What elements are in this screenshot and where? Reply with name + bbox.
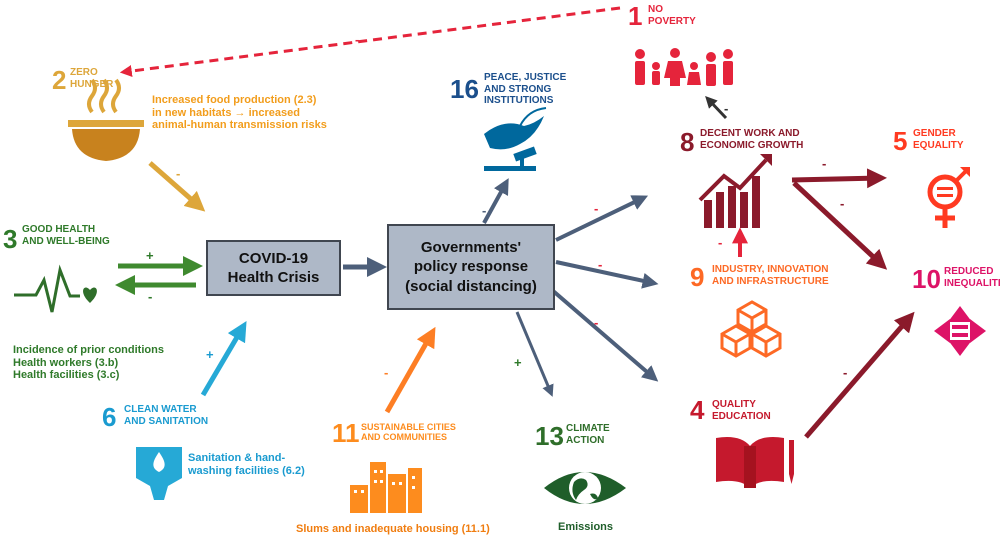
arrow-water-to-crisis: [200, 320, 247, 397]
arrow-education-to-inequalities: [804, 311, 915, 439]
sign-growth-to-inequalities: -: [840, 196, 845, 211]
arrow-poverty-to-hunger: [119, 6, 621, 77]
sign-hunger-to-crisis: -: [176, 166, 181, 181]
arrow-policy-to-climate: [515, 311, 554, 397]
sdg10-label: Reduced Inequalities: [944, 266, 1000, 289]
sdg5-number: 5: [893, 126, 908, 156]
sign-poverty-to-hunger: -: [355, 32, 360, 47]
sign-crisis-to-health: -: [148, 289, 153, 304]
arrow-cities-to-policy: [384, 326, 436, 414]
equality-icon: [934, 306, 986, 356]
sdg4-label: Quality Education: [712, 399, 771, 422]
sdg2-number: 2: [52, 65, 67, 95]
sdg1-number: 1: [628, 1, 643, 31]
cubes-icon: [720, 300, 782, 358]
arrow-policy-to-justice: [482, 178, 509, 224]
sdg10-number: 10: [912, 264, 941, 294]
sign-policy-to-justice: -: [482, 203, 487, 218]
sdg8-number: 8: [680, 127, 695, 157]
sdg3-label: Good Health and Well-Being: [22, 224, 110, 247]
sdg5-label: Gender Equality: [913, 128, 964, 151]
growth-chart-icon: [698, 154, 772, 228]
sign-industry-to-growth: -: [718, 235, 723, 250]
family-icon: [635, 48, 733, 86]
heartbeat-icon: [14, 264, 97, 313]
sdg1-label: No Poverty: [648, 4, 696, 27]
sdg6-number: 6: [102, 402, 117, 432]
sdg3-number: 3: [3, 224, 18, 254]
covid-crisis-box: COVID-19 Health Crisis: [206, 240, 341, 296]
arrow-policy-to-industry: [555, 260, 659, 289]
water-drop-icon: [136, 447, 182, 500]
sign-policy-to-education: -: [594, 315, 599, 330]
sdg9-label: Industry, Innovation and Infrastructure: [712, 264, 829, 287]
sdg8-label: Decent Work and Economic Growth: [700, 128, 804, 151]
arrow-hunger-to-crisis: [148, 161, 206, 212]
arrow-policy-to-growth: [555, 195, 649, 242]
sign-cities-to-policy: -: [384, 365, 389, 380]
gender-icon: [927, 167, 970, 228]
sdg11-number: 11: [332, 418, 360, 448]
sign-growth-to-poverty: -: [724, 101, 729, 116]
sdg6-label: Clean Water and Sanitation: [124, 404, 209, 427]
bowl-icon: [68, 78, 144, 161]
sign-water-to-crisis: +: [206, 347, 214, 362]
sign-education-to-inequalities: -: [843, 365, 848, 380]
sign-health-to-crisis: +: [146, 248, 154, 263]
cities-note: Slums and inadequate housing (11.1): [296, 523, 490, 535]
dove-gavel-icon: [484, 107, 547, 171]
sign-policy-to-climate: +: [514, 355, 522, 370]
sdg9-number: 9: [690, 262, 705, 292]
policy-response-box: Governments' policy response (social dis…: [387, 224, 555, 310]
arrow-growth-to-inequalities: [792, 181, 888, 270]
book-pencil-icon: [716, 437, 794, 488]
city-icon: [350, 462, 422, 513]
sign-growth-to-gender: -: [822, 156, 827, 171]
arrow-growth-to-gender: [791, 168, 887, 189]
sdg4-number: 4: [690, 395, 705, 425]
sign-policy-to-industry: -: [598, 257, 603, 272]
sdg13-number: 13: [535, 421, 564, 451]
health-note: Incidence of prior conditions Health wor…: [13, 344, 164, 382]
arrow-policy-to-education: [550, 288, 659, 382]
water-note: Sanitation & hand- washing facilities (6…: [188, 452, 305, 477]
sdg11-label: Sustainable Cities and Communities: [361, 422, 456, 443]
sdg13-label: Climate Action: [566, 423, 610, 446]
sdg2-label: Zero Hunger: [70, 67, 114, 90]
arrow-growth-to-poverty: [705, 95, 728, 120]
sdg16-number: 16: [450, 74, 479, 104]
climate-note: Emissions: [558, 521, 614, 533]
hunger-note: Increased food production (2.3) in new h…: [152, 94, 327, 132]
eye-globe-icon: [544, 472, 626, 504]
sign-policy-to-growth: -: [594, 201, 599, 216]
sdg16-label: Peace, Justice and Strong Institutions: [484, 72, 567, 106]
